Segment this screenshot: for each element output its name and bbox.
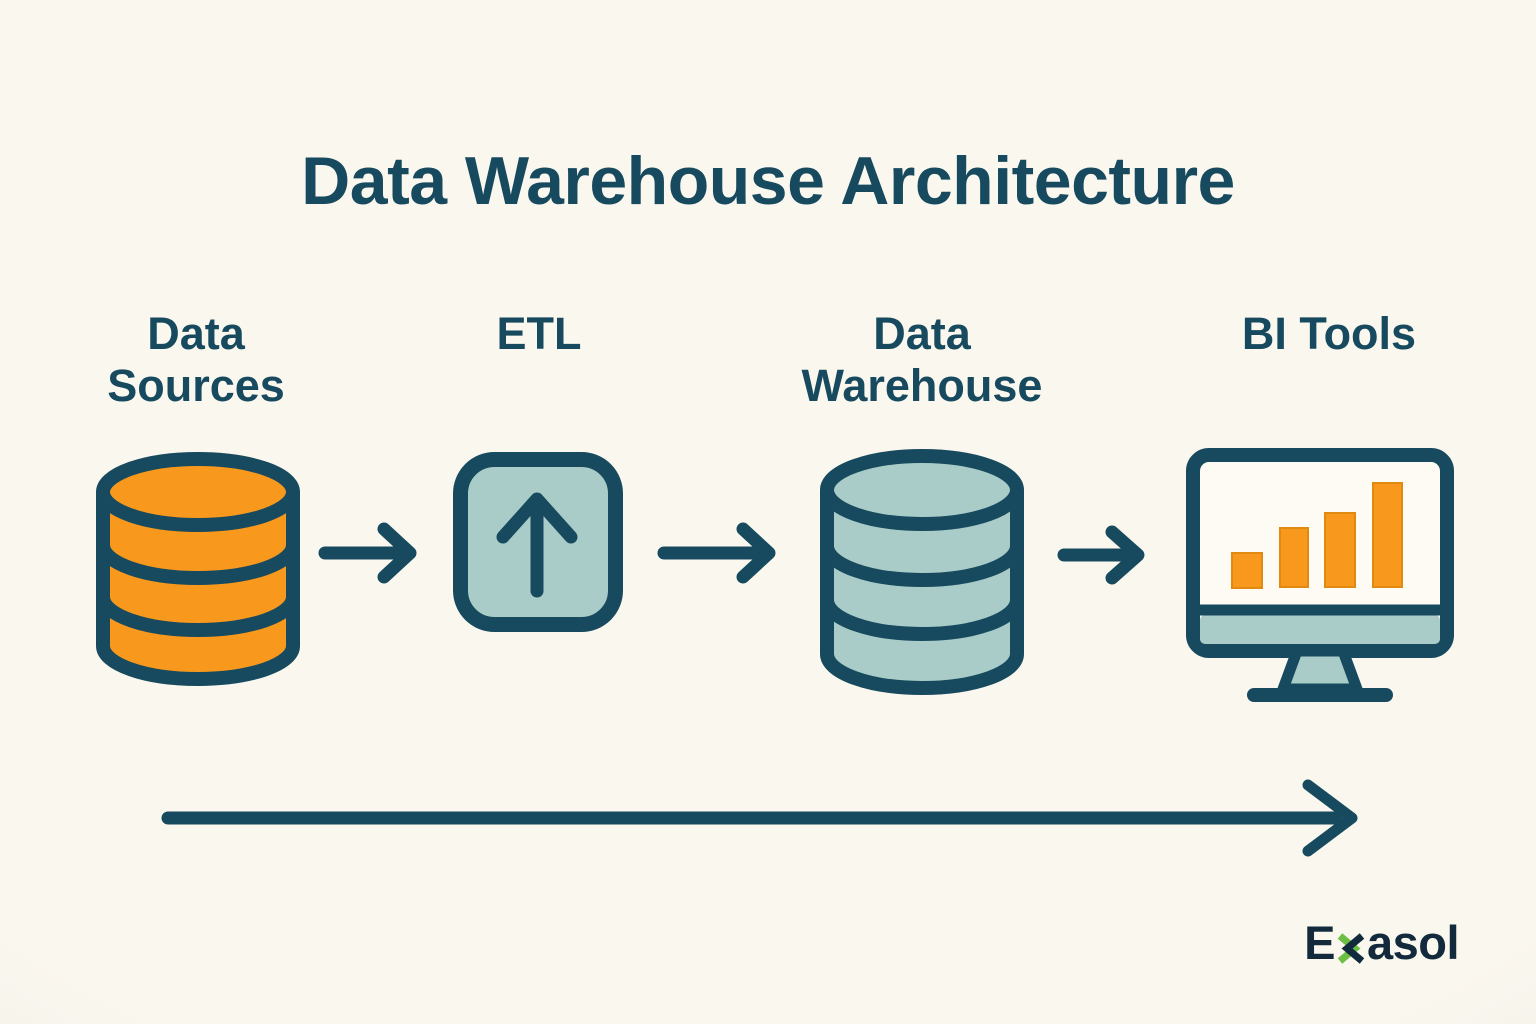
arrow-right-icon [657, 522, 776, 584]
logo-text-prefix: E [1304, 916, 1335, 969]
arrow-right-icon [318, 522, 417, 584]
stage-label-line: Data [873, 308, 971, 359]
logo-x-glyph-icon [1337, 933, 1365, 964]
stage-label-etl: ETL [497, 308, 582, 360]
stage-label-line: ETL [496, 308, 582, 359]
stage-label-line: BI Tools [1241, 308, 1417, 359]
logo-text-suffix: asol [1366, 916, 1460, 969]
bar-chart-bars [1231, 482, 1403, 589]
stage-label-line: Warehouse [801, 360, 1043, 411]
stage-label-data-warehouse: Data Warehouse [802, 308, 1043, 412]
stage-label-data-sources: Data Sources [107, 308, 285, 412]
exasol-logo: E asol [1304, 919, 1459, 966]
database-icon [820, 449, 1024, 695]
stage-label-line: Data [147, 308, 245, 359]
long-arrow-right-icon [161, 779, 1358, 857]
stage-label-line: Sources [107, 360, 285, 411]
arrow-right-icon [1057, 525, 1145, 585]
database-icon [96, 452, 300, 686]
monitor-bar-chart-icon [1186, 448, 1454, 702]
upload-arrow-icon [453, 452, 623, 632]
stage-label-bi-tools: BI Tools [1242, 308, 1416, 360]
page-title: Data Warehouse Architecture [301, 142, 1235, 219]
